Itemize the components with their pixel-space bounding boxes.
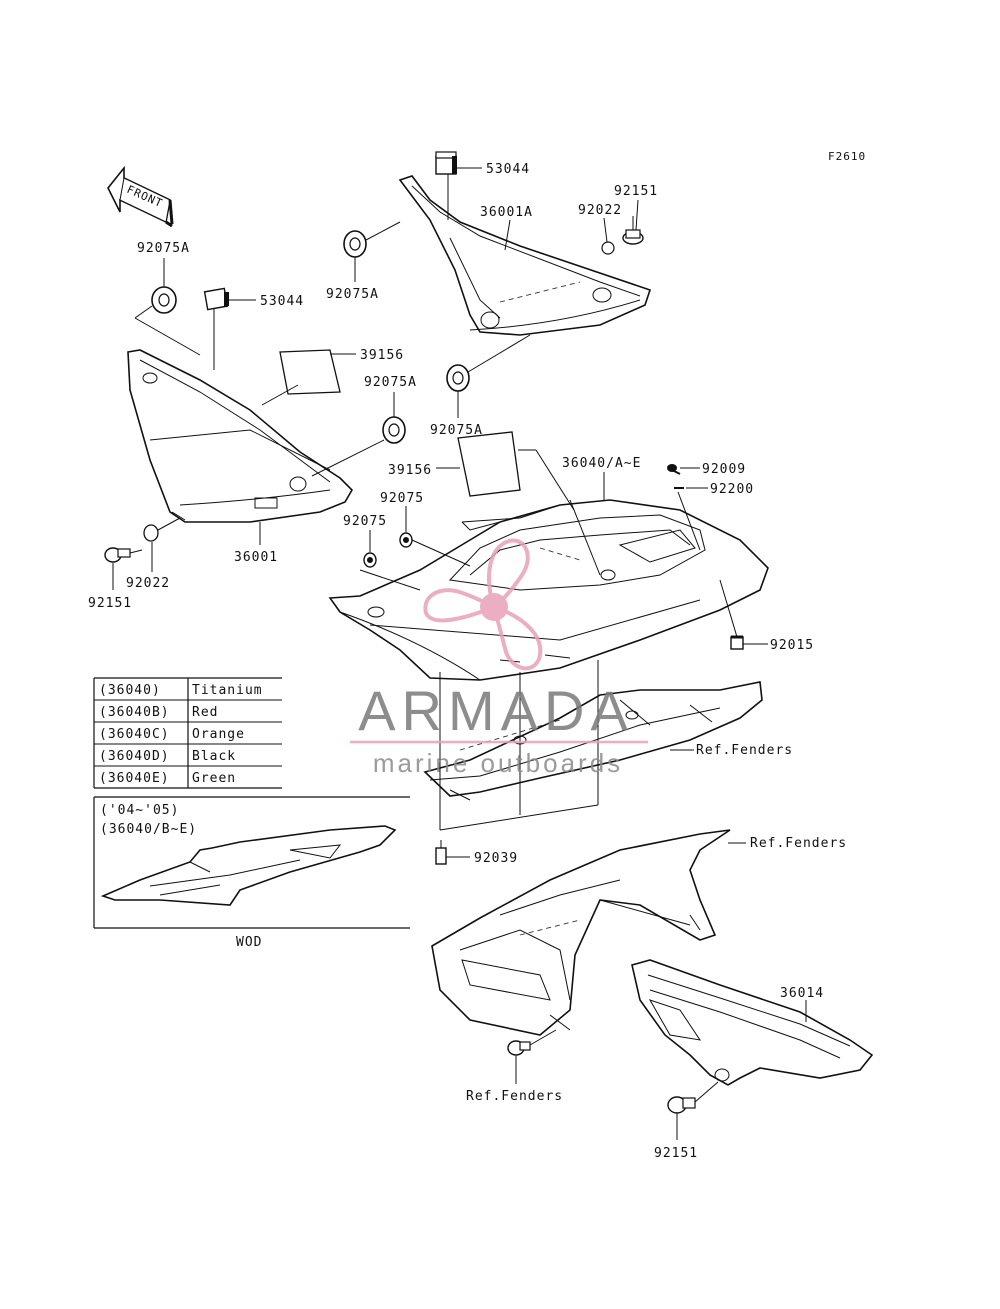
grommet-92075A-mid [343,230,367,258]
bolt-92151-top [622,216,644,245]
grommet-92075A-left [151,286,177,314]
washer-92022-left [143,524,159,542]
label-92015: 92015 [770,638,814,653]
label-92075A-lower: 92075A [430,423,483,438]
color-row-3-color: Black [192,749,236,764]
color-row-4-code: (36040E) [99,771,170,786]
seat-cowl-36040 [328,499,769,681]
side-cover-36001 [127,349,354,523]
label-92151-bottom: 92151 [654,1146,698,1161]
clip-53044-left [203,287,229,311]
color-row-2-color: Orange [192,727,245,742]
color-row-1-code: (36040B) [99,705,170,720]
watermark: ARMADA marine outboards [350,538,648,778]
label-92022-left: 92022 [126,576,170,591]
bolt-92151-left [104,547,131,563]
label-92151-left: 92151 [88,596,132,611]
washer-92022-top [601,241,615,255]
label-53044-left: 53044 [260,294,304,309]
inset-years: ('04~'05) [100,803,179,818]
label-92075-b: 92075 [343,514,387,529]
label-92075A-left: 92075A [137,241,190,256]
chain-guard-36014 [631,959,874,1086]
screw-92009 [667,464,681,475]
color-row-0-code: (36040) [99,683,161,698]
label-36014: 36014 [780,986,824,1001]
grommet-92015 [730,635,744,650]
label-92075-a: 92075 [380,491,424,506]
label-36001: 36001 [234,550,278,565]
bolt-ref-fenders [507,1040,531,1056]
label-36001A: 36001A [480,205,533,220]
rear-undercover [431,829,731,1036]
label-ref-fenders-2: Ref.Fenders [750,836,847,851]
inset-parts: (36040/B~E) [100,822,197,837]
figure-code: F2610 [828,150,866,163]
inset-box: ('04~'05) (36040/B~E) [93,796,410,929]
color-row-3-code: (36040D) [99,749,170,764]
color-row-2-code: (36040C) [99,727,170,742]
front-arrow-icon: FRONT [107,165,174,228]
label-92075A-right: 92075A [364,375,417,390]
label-92009: 92009 [702,462,746,477]
label-92200: 92200 [710,482,754,497]
label-92151-top: 92151 [614,184,658,199]
label-ref-fenders-1: Ref.Fenders [696,743,793,758]
label-39156-left: 39156 [360,348,404,363]
grommet-92075A-lower [446,364,470,392]
nut-92075-b [363,552,377,568]
color-row-0-color: Titanium [192,683,263,698]
label-92039: 92039 [474,851,518,866]
watermark-tagline: marine outboards [373,748,623,778]
bolt-92151-bottom [667,1096,696,1114]
watermark-brand: ARMADA [358,679,634,742]
side-cover-36001A [398,175,652,336]
grommet-92075A-right [382,416,406,444]
label-92022-top: 92022 [578,203,622,218]
label-92075A-mid: 92075A [326,287,379,302]
label-36040: 36040/A~E [562,456,641,471]
propeller-logo-icon [423,538,543,671]
label-53044-top: 53044 [486,162,530,177]
decal-39156-center [457,431,521,497]
clip-92039 [435,840,447,865]
clip-53044-top [435,151,482,175]
inset-caption: WOD [236,935,262,950]
color-row-4-color: Green [192,771,236,786]
nut-92075-a [399,532,413,548]
label-39156-center: 39156 [388,463,432,478]
label-ref-fenders-3: Ref.Fenders [466,1089,563,1104]
under-tray [423,681,763,801]
color-row-1-color: Red [192,705,218,720]
color-table: (36040) Titanium (36040B) Red (36040C) O… [93,677,282,789]
decal-39156-left [279,349,341,395]
